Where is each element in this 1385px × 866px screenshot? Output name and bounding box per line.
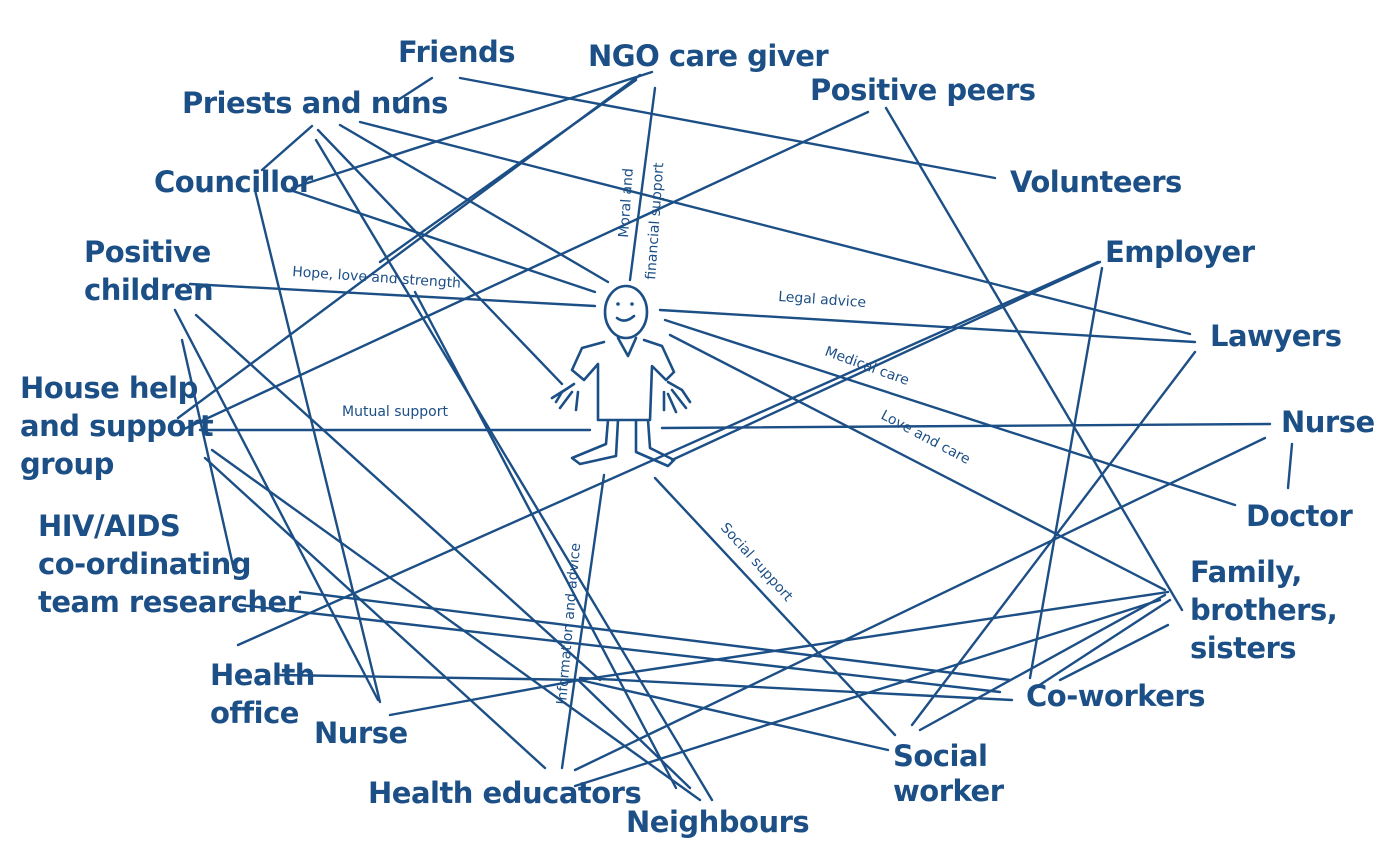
edge-label-mutual-support: Mutual support	[342, 404, 448, 420]
edge-nurse-bottom-to-info-hub	[388, 678, 582, 717]
node-nurse-bottom: Nurse	[314, 716, 408, 750]
edge-ngo-to-hope	[378, 78, 638, 264]
edge-label-social-support: Social support	[717, 520, 796, 605]
node-priests-and-nuns: Priests and nuns	[182, 86, 448, 120]
edge-label-moral-financial: Moral and financial support	[613, 159, 667, 280]
person-figure	[550, 284, 692, 468]
edge-friends-to-priests	[396, 76, 434, 102]
node-employer: Employer	[1105, 235, 1256, 269]
node-friends: Friends	[398, 35, 515, 69]
network-nodes: Friends NGO care giver Positive peers Pr…	[20, 35, 1375, 839]
edge-person-to-family	[668, 333, 1167, 592]
edge-employer-to-co-workers	[1028, 266, 1104, 680]
person-smile-icon	[615, 314, 636, 322]
edge-person-to-nurse-right	[660, 422, 1272, 430]
edge-peers-to-family	[884, 106, 1184, 612]
edge-health-office-to-employer	[236, 260, 1100, 647]
node-positive-peers: Positive peers	[810, 73, 1036, 107]
person-right-hand-icon	[662, 380, 692, 414]
edge-house-help-to-peers	[180, 110, 870, 432]
edge-ngo-to-person	[628, 86, 657, 282]
edge-priests-to-councillor	[260, 124, 314, 172]
person-head-icon	[603, 284, 649, 340]
person-body-icon	[570, 336, 676, 468]
edge-councillor-to-person	[288, 188, 597, 294]
edge-family-to-co-workers-2	[1058, 623, 1170, 682]
node-positive-children: Positive children	[84, 235, 220, 307]
node-councillor: Councillor	[154, 165, 314, 199]
edge-info-hub-to-neighbours	[576, 678, 692, 790]
edge-person-to-lawyers	[658, 308, 1197, 344]
edge-priests-to-neighbours	[314, 138, 714, 802]
edge-label-legal-advice: Legal advice	[778, 289, 867, 311]
node-lawyers: Lawyers	[1210, 319, 1341, 353]
edge-family-to-info-hub	[578, 590, 1170, 682]
edge-house-help-to-health-educators	[203, 456, 547, 770]
connection-lines	[173, 70, 1294, 802]
edge-label-hope-love: Hope, love and strength	[292, 264, 462, 292]
node-family: Family, brothers, sisters	[1190, 555, 1347, 665]
edge-positive-children-to-neighbours	[194, 313, 602, 682]
edge-priests-to-hand	[316, 128, 564, 386]
edge-person-to-employer	[670, 260, 1102, 462]
edge-info-hub-to-social-worker	[578, 678, 890, 752]
edge-person-to-doctor	[663, 318, 1237, 507]
edge-hope-to-neighbours	[413, 290, 678, 790]
edge-priests-to-person	[338, 123, 610, 284]
node-volunteers: Volunteers	[1010, 165, 1182, 199]
node-house-help: House help and support group	[20, 371, 223, 481]
edge-family-to-co-workers	[1033, 598, 1172, 690]
node-social-worker: Social worker	[893, 739, 1005, 808]
person-left-hand-icon	[550, 382, 580, 412]
node-neighbours: Neighbours	[626, 805, 809, 839]
node-ngo-care-giver: NGO care giver	[588, 39, 829, 73]
node-nurse-right: Nurse	[1281, 405, 1375, 439]
edge-person-to-health-educators	[560, 473, 606, 770]
edge-family-to-social-worker	[918, 593, 1167, 732]
edge-priests-to-lawyers	[358, 120, 1192, 336]
person-eye-icon	[616, 302, 620, 306]
person-eye-icon	[630, 302, 634, 306]
edge-nurse-right-to-health-educators	[573, 436, 1267, 772]
node-hiv-aids: HIV/AIDS co-ordinating team researcher	[38, 509, 302, 619]
node-health-office: Health office	[210, 658, 325, 730]
edge-house-help-to-neighbours	[210, 448, 702, 802]
node-co-workers: Co-workers	[1026, 679, 1205, 713]
edge-councillor-to-nurse-bottom	[253, 188, 382, 704]
edge-positive-children-to-nurse-bottom	[173, 308, 380, 702]
edge-friends-to-volunteers	[458, 76, 997, 180]
node-health-educators: Health educators	[368, 776, 641, 810]
edge-hiv-to-co-workers	[238, 603, 1002, 694]
edge-health-office-to-info-hub	[278, 673, 587, 682]
edge-councillor-to-ngo	[290, 70, 654, 190]
edge-info-hub-to-co-workers	[578, 676, 1014, 702]
edge-house-help-vert	[180, 338, 236, 572]
edge-hiv-to-info-hub	[298, 590, 1012, 682]
edge-nurse-right-to-doctor	[1286, 442, 1294, 490]
edge-positive-children-to-person	[188, 282, 597, 308]
node-doctor: Doctor	[1246, 499, 1353, 533]
